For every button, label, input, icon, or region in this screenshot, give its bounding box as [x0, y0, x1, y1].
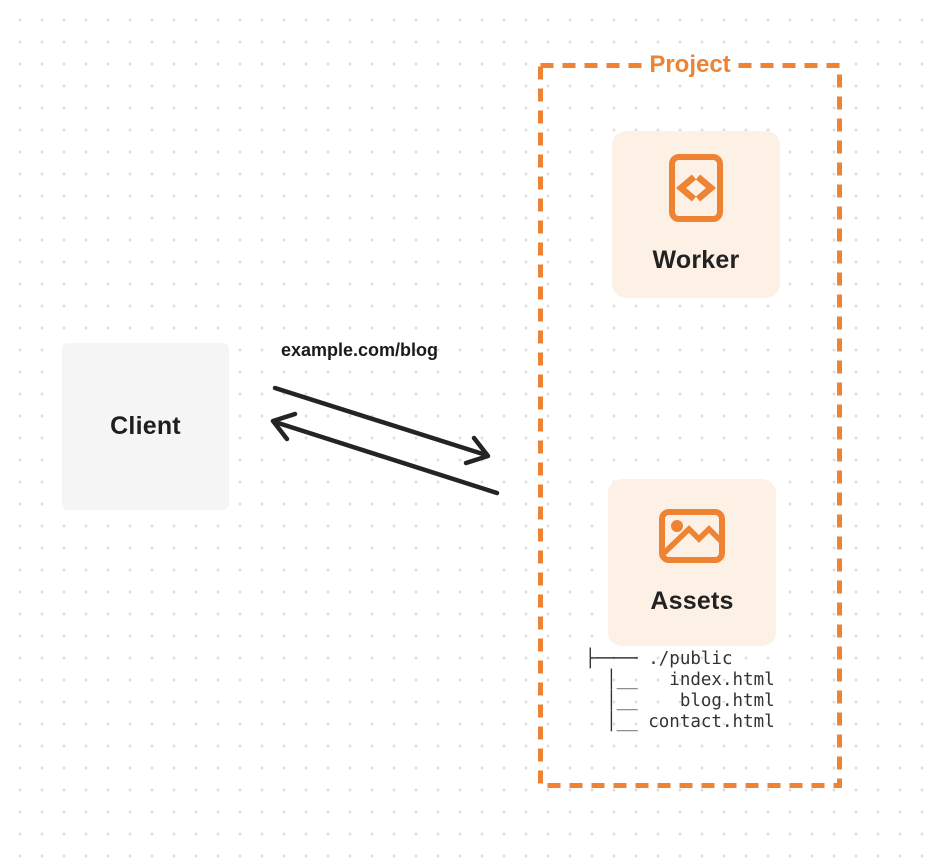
request-url-label: example.com/blog	[281, 340, 439, 360]
worker-label: Worker	[652, 246, 740, 274]
request-arrow-line	[272, 385, 489, 458]
assets-file-tree: ├──── ./public │__ index.html │__ blog.h…	[585, 649, 775, 732]
project-label: Project	[642, 51, 738, 79]
client-label: Client	[110, 412, 181, 440]
assets-label: Assets	[650, 587, 734, 615]
project-container: Project Worker Assets ├──── ./publi	[538, 51, 842, 788]
request-arrow-head	[463, 435, 491, 466]
code-document-icon	[669, 154, 723, 222]
assets-node: Assets	[608, 479, 776, 646]
client-node: Client	[62, 343, 229, 510]
worker-node: Worker	[612, 131, 780, 298]
image-icon	[659, 509, 725, 563]
project-dashed-border	[538, 63, 842, 788]
response-arrow-head	[270, 411, 298, 442]
response-arrow-line	[272, 419, 500, 496]
